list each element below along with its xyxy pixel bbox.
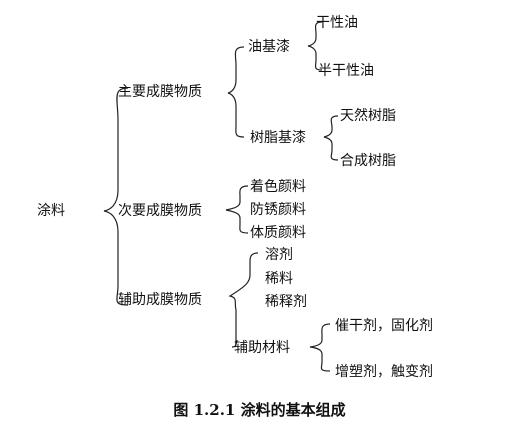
group-auxiliary: 辅助成膜物质: [118, 292, 202, 308]
leaf-drying-oil: 干性油: [316, 15, 358, 31]
leaf-extender-pigment: 体质颜料: [250, 225, 306, 241]
brace-oil: [307, 21, 323, 71]
leaf-drier-curing-agent: 催干剂，固化剂: [335, 318, 433, 334]
figure-caption: 图 1.2.1 涂料的基本组成: [173, 401, 346, 419]
node-auxiliary-material: 辅助材料: [234, 340, 290, 356]
leaf-natural-resin: 天然树脂: [340, 108, 396, 124]
brace-aux-material: [309, 323, 331, 372]
leaf-color-pigment: 着色颜料: [250, 179, 306, 195]
leaf-plasticizer-thixotrope: 增塑剂，触变剂: [335, 364, 433, 380]
group-main: 主要成膜物质: [118, 84, 202, 100]
group-secondary: 次要成膜物质: [118, 203, 202, 219]
brace-resin: [323, 115, 339, 161]
leaf-diluent: 稀释剂: [265, 294, 307, 310]
root-label: 涂料: [37, 203, 65, 219]
leaf-thinner-material: 稀料: [265, 271, 293, 287]
brace-secondary: [225, 185, 249, 234]
leaf-antirust-pigment: 防锈颜料: [250, 202, 306, 218]
brace-auxiliary: [228, 252, 259, 348]
node-oil-based: 油基漆: [248, 39, 290, 55]
leaf-semi-drying-oil: 半干性油: [318, 63, 374, 79]
leaf-synthetic-resin: 合成树脂: [340, 153, 396, 169]
node-resin-based: 树脂基漆: [250, 130, 306, 146]
brace-main: [227, 46, 245, 138]
leaf-solvent: 溶剂: [265, 247, 293, 263]
brace-root: [103, 87, 129, 306]
